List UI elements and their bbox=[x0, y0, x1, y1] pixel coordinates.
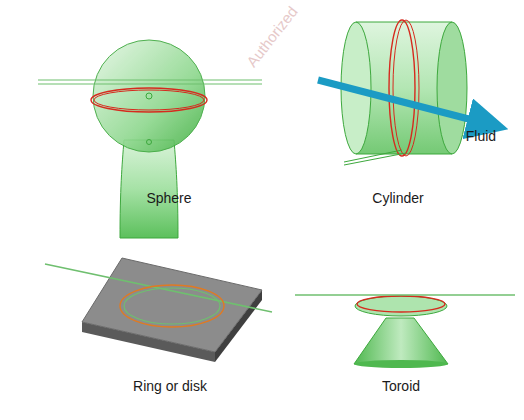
watermark: Authorized bbox=[243, 3, 301, 70]
sphere-sensor bbox=[38, 40, 262, 238]
shape-label: Ring or disk bbox=[133, 378, 207, 394]
shape-label: Sphere bbox=[146, 190, 191, 206]
disk-sensor bbox=[45, 258, 272, 362]
toroid-sensor bbox=[295, 295, 515, 368]
shape-label: Cylinder bbox=[372, 190, 423, 206]
flow-label: Fluid bbox=[466, 128, 496, 144]
shape-label: Toroid bbox=[382, 378, 420, 394]
cylinder-sensor bbox=[318, 20, 488, 165]
